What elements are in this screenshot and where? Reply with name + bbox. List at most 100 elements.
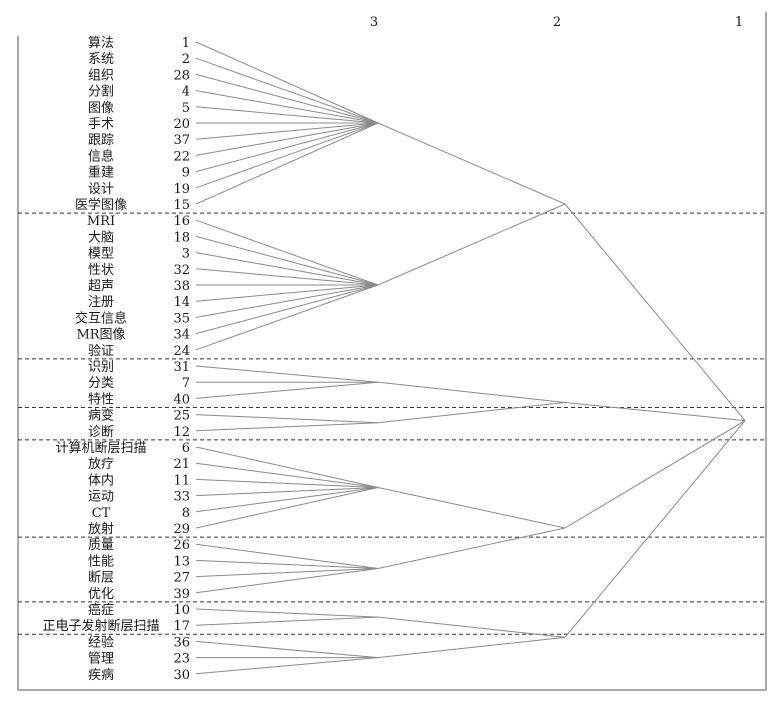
leaf-branch <box>195 640 379 659</box>
term-label: 质量 <box>88 538 114 553</box>
term-id: 28 <box>173 68 190 83</box>
term-id: 24 <box>173 344 190 359</box>
term-id: 27 <box>173 571 190 586</box>
term-label: 超声 <box>88 279 114 294</box>
leaf-branch <box>195 568 379 594</box>
term-label: 验证 <box>88 343 114 359</box>
mid-branch <box>377 203 566 286</box>
term-id: 36 <box>173 635 190 650</box>
term-label: 放疗 <box>88 457 114 472</box>
term-label: 注册 <box>88 295 114 310</box>
leaf-branch <box>195 487 379 529</box>
term-id: 19 <box>173 182 190 197</box>
term-id: 3 <box>182 247 190 262</box>
mid-branch <box>377 122 566 205</box>
term-id: 21 <box>173 457 190 472</box>
term-label: 分割 <box>88 84 114 100</box>
root-branch <box>564 203 746 421</box>
term-id: 25 <box>173 409 190 424</box>
term-label: MR图像 <box>76 328 125 343</box>
mid-branch <box>377 527 566 569</box>
term-label: 医学图像 <box>75 197 127 213</box>
term-label: 断层 <box>88 571 114 586</box>
term-id: 4 <box>182 85 190 100</box>
level-label: 1 <box>735 15 743 30</box>
term-label: 识别 <box>88 360 114 375</box>
root-branch <box>564 420 746 529</box>
leaf-branch <box>195 568 379 578</box>
term-id: 26 <box>173 538 190 553</box>
term-label: 信息 <box>88 148 114 164</box>
term-label: 图像 <box>88 101 114 116</box>
mid-branch <box>377 616 566 638</box>
leaf-branch <box>195 73 379 124</box>
term-label: CT <box>92 506 111 521</box>
term-label: 交互信息 <box>75 310 127 326</box>
leaf-branch <box>195 284 379 318</box>
leaf-branch <box>195 235 379 286</box>
term-label: 大脑 <box>88 230 114 245</box>
term-id: 9 <box>182 166 190 181</box>
term-id: 1 <box>182 36 190 51</box>
term-label: 模型 <box>88 247 114 262</box>
term-label: 性状 <box>88 263 114 278</box>
term-id: 38 <box>173 279 190 294</box>
term-label: 癌症 <box>88 602 114 618</box>
leaf-branch <box>195 608 379 618</box>
root-branch <box>564 420 746 638</box>
cluster-separators <box>18 212 766 635</box>
leaf-branch <box>195 616 379 626</box>
term-id: 17 <box>173 619 190 634</box>
leaf-branch <box>195 106 379 124</box>
leaf-branch <box>195 122 379 156</box>
leaf-branch <box>195 252 379 286</box>
leaf-branch <box>195 559 379 569</box>
term-id: 13 <box>173 554 190 569</box>
leaf-branch <box>195 284 379 302</box>
leaf-branch <box>195 41 379 124</box>
term-label: 病变 <box>88 408 114 424</box>
leaf-branch <box>195 462 379 488</box>
term-id: 33 <box>173 490 190 505</box>
term-label: MRI <box>87 214 115 229</box>
term-label: 计算机断层扫描 <box>55 441 146 456</box>
term-id: 31 <box>173 360 190 375</box>
term-id: 11 <box>173 473 190 488</box>
leaf-branch <box>195 381 379 399</box>
term-label: 管理 <box>88 652 114 667</box>
term-id: 35 <box>173 311 190 326</box>
term-label: 正电子发射断层扫描 <box>42 618 159 634</box>
leaf-branch <box>195 284 379 335</box>
term-label: 诊断 <box>88 425 114 440</box>
term-id: 7 <box>182 376 190 391</box>
leaf-branch <box>195 122 379 140</box>
mid-branch <box>377 487 566 529</box>
term-labels: 算法系统组织分割图像手术跟踪信息重建设计医学图像MRI大脑模型性状超声注册交互信… <box>42 36 159 683</box>
term-id: 18 <box>173 230 190 245</box>
term-label: 跟踪 <box>88 133 114 148</box>
term-id: 16 <box>173 214 190 229</box>
term-label: 放射 <box>88 521 114 537</box>
leaf-branch <box>195 268 379 286</box>
term-label: 优化 <box>88 587 114 602</box>
term-id: 12 <box>173 425 190 440</box>
term-label: 性能 <box>88 554 114 569</box>
term-id: 14 <box>173 295 190 310</box>
term-ids: 1228452037229191516183323814353424317402… <box>173 36 190 683</box>
term-id: 5 <box>182 101 190 116</box>
mid-branch <box>377 636 566 659</box>
term-label: 组织 <box>88 68 114 83</box>
mid-branch <box>377 401 566 424</box>
leaf-branch <box>195 219 379 286</box>
term-id: 39 <box>173 587 190 602</box>
leaf-branch <box>195 446 379 488</box>
term-id: 37 <box>173 133 190 148</box>
term-id: 40 <box>173 392 190 407</box>
leaf-branch <box>195 122 379 205</box>
branches <box>195 41 746 675</box>
term-id: 8 <box>182 506 190 521</box>
term-label: 分类 <box>88 376 114 391</box>
